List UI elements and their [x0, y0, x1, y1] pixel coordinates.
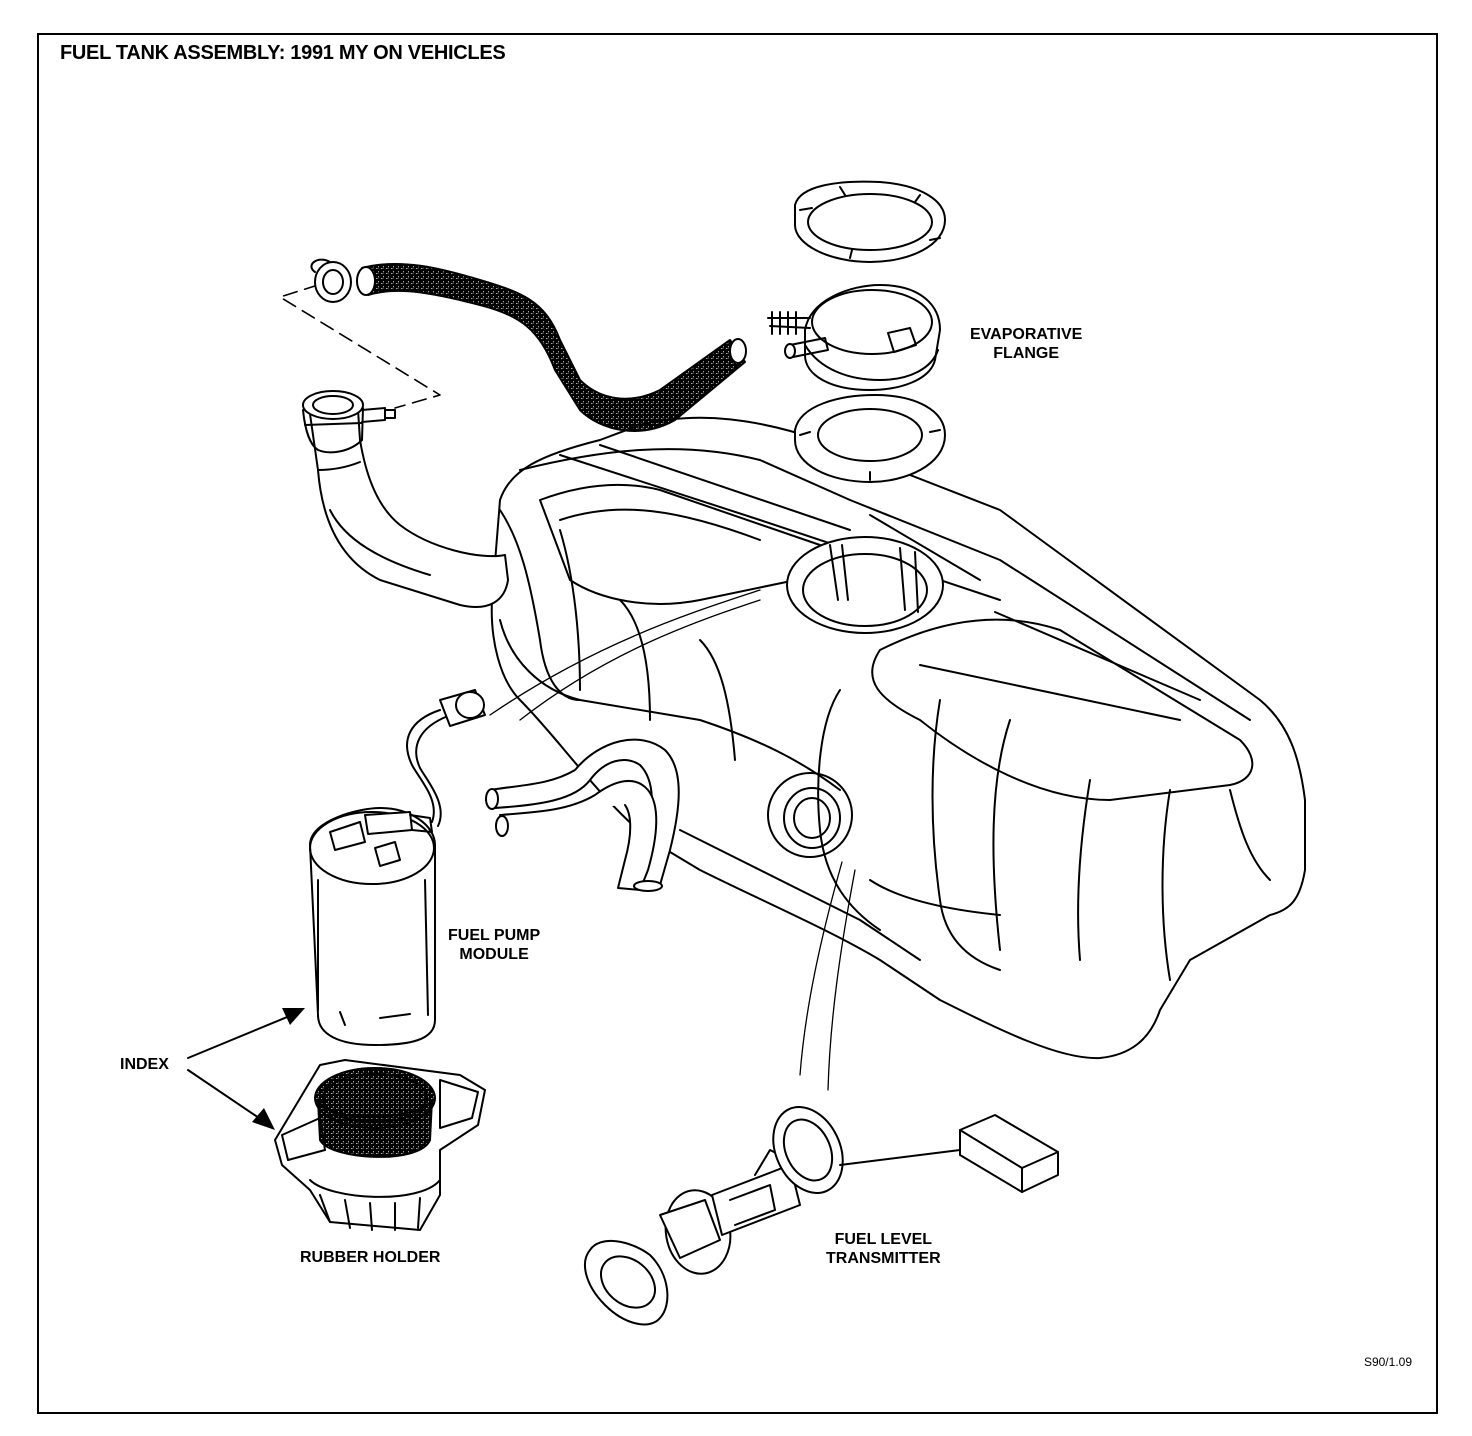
- rubber-holder: [274, 1059, 486, 1231]
- diagram-frame: [37, 33, 1438, 1414]
- index-arrows: [187, 1008, 305, 1130]
- outlet-pipes: [485, 738, 680, 892]
- label-rubber-holder: RUBBER HOLDER: [300, 1249, 441, 1266]
- fuel-tank: [490, 416, 1306, 1060]
- label-fuel-pump-module: FUEL PUMP MODULE: [448, 927, 541, 963]
- label-fuel-level-transmitter: FUEL LEVEL TRANSMITTER: [826, 1231, 941, 1267]
- label-evaporative-flange: EVAPORATIVE FLANGE: [970, 326, 1083, 362]
- vent-hose: [310, 258, 747, 432]
- fuel-pump-module: [309, 689, 486, 1046]
- hose-alignment-line: [279, 284, 441, 409]
- fuel-level-transmitter: [489, 589, 1059, 1326]
- filler-neck: [302, 390, 509, 608]
- reference-code: S90/1.09: [1363, 1355, 1412, 1369]
- evaporative-flange: [767, 180, 946, 483]
- diagram-title: FUEL TANK ASSEMBLY: 1991 MY ON VEHICLES: [60, 42, 506, 64]
- label-index: INDEX: [120, 1056, 169, 1073]
